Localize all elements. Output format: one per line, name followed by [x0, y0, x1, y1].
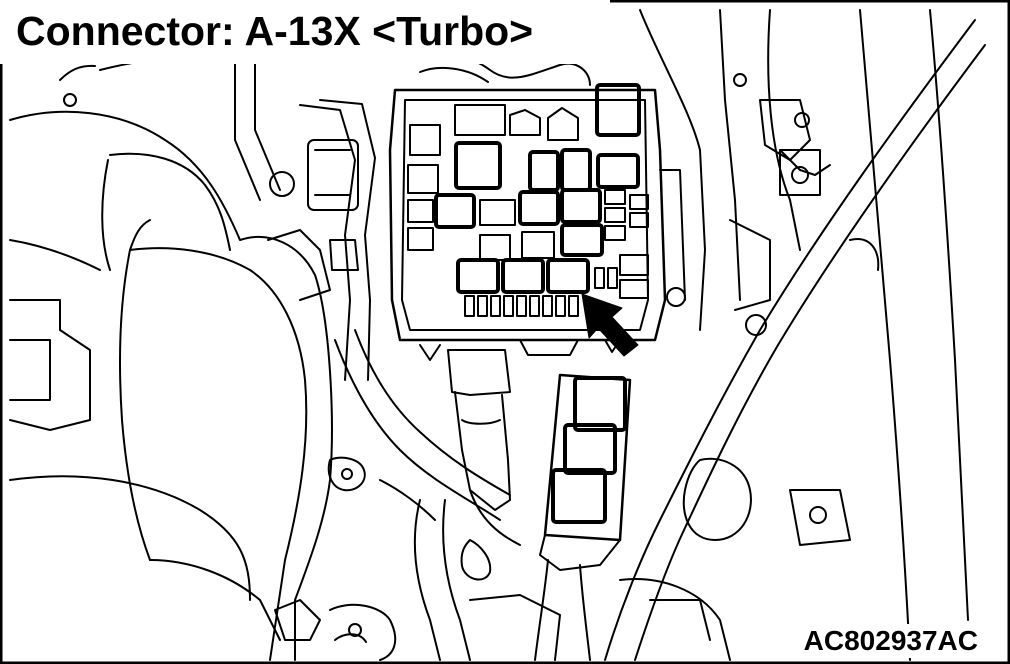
- connector-a13x: [413, 349, 632, 661]
- pointer-arrow-icon: [581, 293, 639, 357]
- figure-code: AC802937AC: [797, 624, 984, 658]
- lower-components: [149, 559, 731, 661]
- diagonal-brace: [604, 19, 986, 661]
- intake-duct: [9, 57, 333, 661]
- right-body-panel: [639, 9, 969, 661]
- wiring-harness: [299, 99, 511, 521]
- engine-mount-left: [234, 59, 366, 492]
- relay-box: [388, 53, 686, 361]
- connector-title: Connector: A-13X <Turbo>: [0, 0, 610, 64]
